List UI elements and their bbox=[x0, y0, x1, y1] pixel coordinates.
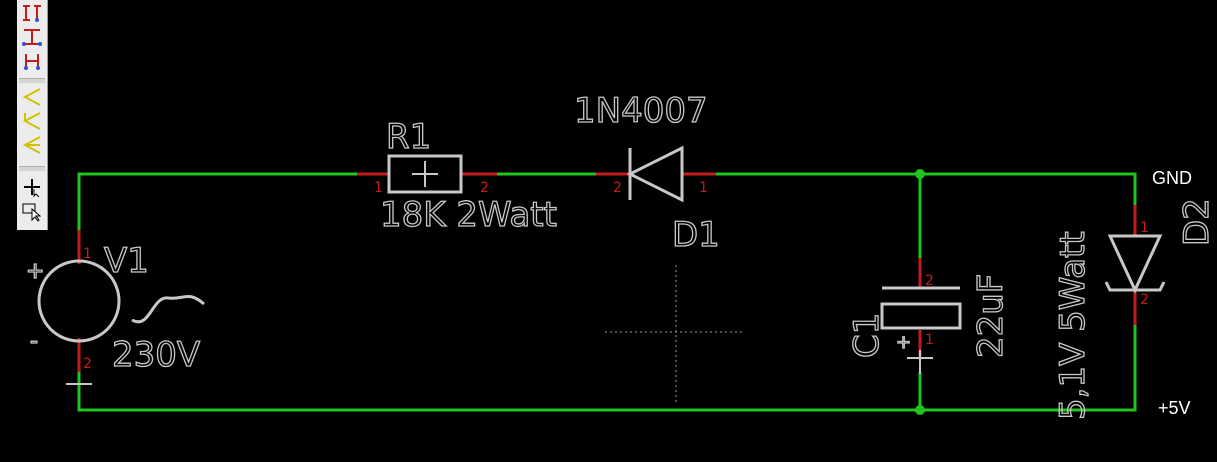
junction-top[interactable] bbox=[915, 169, 925, 179]
r1-pin1-number: 1 bbox=[374, 180, 383, 196]
c1-plate-bottom bbox=[880, 302, 962, 330]
crosshair-cursor-icon[interactable] bbox=[20, 176, 44, 198]
d2-pin2-number: 2 bbox=[1140, 292, 1149, 308]
component-d2[interactable]: 1 2 D2 5,1V 5Watt bbox=[1052, 198, 1217, 421]
line-style-3-icon[interactable] bbox=[20, 134, 44, 156]
v1-minus-sign: - bbox=[30, 329, 38, 354]
v1-pin2-number: 2 bbox=[83, 356, 92, 372]
junction-bottom[interactable] bbox=[915, 405, 925, 415]
component-d1[interactable]: 2 1 1N4007 D1 bbox=[573, 90, 720, 255]
d1-pin2-number: 2 bbox=[613, 180, 622, 196]
r1-ref: R1 bbox=[386, 117, 431, 157]
v1-source-circle bbox=[37, 259, 121, 343]
d2-value: 5,1V 5Watt bbox=[1053, 231, 1093, 420]
v1-ref: V1 bbox=[104, 241, 149, 281]
left-toolbar bbox=[17, 0, 48, 230]
r1-body bbox=[387, 154, 463, 194]
c1-plus-sign: + bbox=[896, 332, 911, 353]
component-c1[interactable]: 2 1 + C1 22uF bbox=[846, 258, 1012, 374]
net-label-gnd[interactable]: GND bbox=[1152, 168, 1192, 188]
line-style-1-icon[interactable] bbox=[20, 86, 44, 108]
v1-sine-wave bbox=[131, 294, 205, 324]
toolbar-separator-2 bbox=[19, 166, 45, 171]
select-pointer-icon[interactable] bbox=[20, 200, 44, 222]
d2-triangle bbox=[1107, 234, 1163, 294]
component-r1[interactable]: 1 2 R1 18K 2Watt bbox=[357, 116, 558, 236]
c1-value: 22uF bbox=[971, 274, 1011, 358]
junction-icon[interactable] bbox=[20, 26, 44, 48]
d1-value: 1N4007 bbox=[574, 91, 708, 131]
label-icon[interactable] bbox=[20, 50, 44, 72]
c1-pin1-number: 1 bbox=[925, 332, 934, 348]
wires bbox=[77, 169, 1137, 415]
bus-wire-icon[interactable] bbox=[20, 2, 44, 24]
crosshair-cursor bbox=[605, 265, 742, 405]
r1-pin2-number: 2 bbox=[480, 180, 489, 196]
v1-plus-sign: + bbox=[26, 259, 44, 284]
d2-ref: D2 bbox=[1177, 198, 1217, 246]
line-style-2-icon[interactable] bbox=[20, 110, 44, 132]
d2-pin1-number: 1 bbox=[1140, 220, 1149, 236]
c1-pin2-number: 2 bbox=[925, 273, 934, 289]
v1-pin1-number: 1 bbox=[83, 246, 92, 262]
toolbar-separator-1 bbox=[19, 78, 45, 83]
v1-value: 230V bbox=[112, 335, 200, 375]
d1-triangle bbox=[626, 145, 684, 203]
d1-pin1-number: 1 bbox=[699, 180, 708, 196]
net-label-plus5v[interactable]: +5V bbox=[1158, 398, 1191, 418]
r1-value: 18K 2Watt bbox=[380, 195, 557, 235]
d2-zener-bar bbox=[1104, 281, 1166, 292]
component-v1[interactable]: 1 2 + - V1 230V bbox=[25, 230, 205, 385]
d1-ref: D1 bbox=[672, 215, 720, 255]
c1-ref: C1 bbox=[847, 313, 887, 358]
